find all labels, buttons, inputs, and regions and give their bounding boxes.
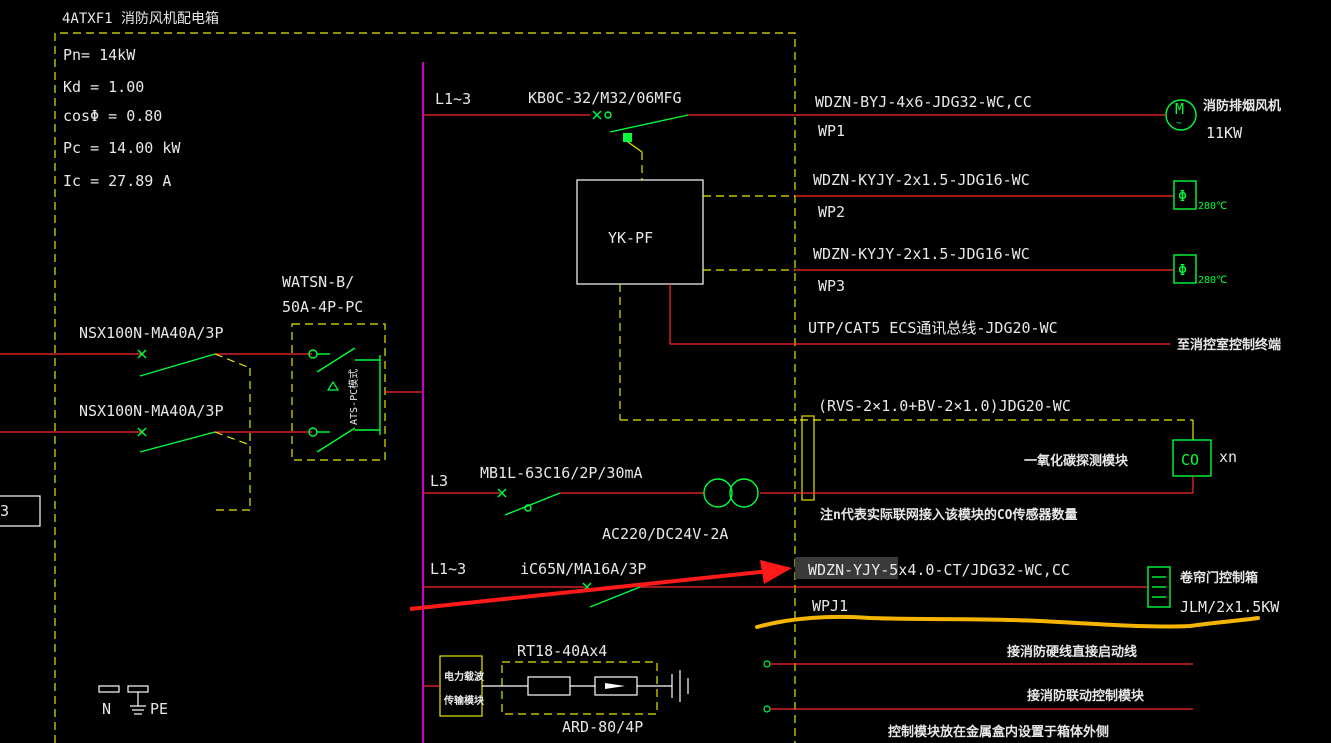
circuit-wp2: WDZN-KYJY-2x1.5-JDG16-WC WP2 Φ 280℃ xyxy=(795,171,1227,221)
bus-label-l3: L3 xyxy=(430,472,448,490)
breaker-incoming-1 xyxy=(137,349,251,510)
wp2-cable-label: WDZN-KYJY-2x1.5-JDG16-WC xyxy=(813,171,1030,189)
wpj1-load-label: 卷帘门控制箱 xyxy=(1180,570,1258,586)
terminals: N PE xyxy=(98,685,168,718)
spd-label: ARD-80/4P xyxy=(562,718,643,736)
co-sensor-icon xyxy=(1172,439,1212,477)
ats-rating: 50A-4P-PC xyxy=(282,298,363,316)
surge-protection: 电力载波 传输模块 RT18-40Ax4 ARD-80/4P xyxy=(423,642,689,736)
param-pn: Pn= 14kW xyxy=(63,46,136,64)
param-kd: Kd = 1.00 xyxy=(63,78,144,96)
highlight-underline xyxy=(755,614,1260,629)
circuit-wp1: KB0C-32/M32/06MFG WDZN-BYJ-4x6-JDG32-WC,… xyxy=(423,89,1281,180)
wp1-cable-label: WDZN-BYJ-4x6-JDG32-WC,CC xyxy=(815,93,1032,111)
param-cos: cosΦ = 0.80 xyxy=(63,107,162,125)
motor-icon xyxy=(1165,99,1197,131)
svg-text:~: ~ xyxy=(1176,118,1182,129)
wpj1-cable-highlight xyxy=(795,557,898,579)
param-pc: Pc = 14.00 kW xyxy=(63,139,181,157)
controller-yk-pf: YK-PF xyxy=(576,179,1170,421)
svg-text:电力载波: 电力载波 xyxy=(444,670,485,683)
param-ic: Ic = 27.89 A xyxy=(63,172,171,190)
wp2-temp: 280℃ xyxy=(1198,201,1227,212)
utp-destination: 至消控室控制终端 xyxy=(1177,337,1281,353)
bus-label-l13-bottom: L1~3 xyxy=(430,560,466,578)
module-note: 控制模块放在金属盒内设置于箱体外侧 xyxy=(888,724,1109,740)
wp2-id: WP2 xyxy=(818,203,845,221)
linkage-label: 接消防联动控制模块 xyxy=(1027,688,1145,704)
wpj1-breaker-label: iC65N/MA16A/3P xyxy=(520,560,646,578)
ats-model: WATSN-B/ xyxy=(282,273,354,291)
utp-cable-label: UTP/CAT5 ECS通讯总线-JDG20-WC xyxy=(808,319,1058,337)
fire-linkage: 接消防硬线直接启动线 接消防联动控制模块 控制模块放在金属盒内设置于箱体外侧 xyxy=(763,644,1193,740)
transformer-icon xyxy=(703,478,733,508)
wp1-breaker-label: KB0C-32/M32/06MFG xyxy=(528,89,682,107)
wp1-id: WP1 xyxy=(818,122,845,140)
co-module-label: 一氧化碳探测模块 xyxy=(1024,453,1129,469)
circuit-l3: MB1L-63C16/2P/30mA AC220/DC24V-2A 注n代表实际… xyxy=(423,464,1193,543)
wpj1-cable-label: WDZN-YJY-5x4.0-CT/JDG32-WC,CC xyxy=(808,561,1070,579)
wp3-temp: 280℃ xyxy=(1198,275,1227,286)
co-label: CO xyxy=(1181,451,1199,469)
hardwire-label: 接消防硬线直接启动线 xyxy=(1007,644,1137,660)
svg-text:Φ: Φ xyxy=(1178,261,1187,279)
incoming-source-box xyxy=(0,495,41,527)
ats-switch: WATSN-B/ 50A-4P-PC ATS-PC模式 xyxy=(282,273,422,461)
svg-text:3: 3 xyxy=(0,502,9,520)
co-count: xn xyxy=(1219,448,1237,466)
wpj1-id: WPJ1 xyxy=(812,597,848,615)
terminal-n: N xyxy=(102,700,111,718)
incoming-feeders: NSX100N-MA40A/3P NSX100N-MA40A/3P 3 xyxy=(0,324,312,527)
annotation-arrow xyxy=(409,560,792,611)
panel-info: 4ATXF1 消防风机配电箱 Pn= 14kW Kd = 1.00 cosΦ =… xyxy=(62,11,219,190)
circuit-wp3: WDZN-KYJY-2x1.5-JDG16-WC WP3 Φ 280℃ xyxy=(795,245,1227,295)
wp1-load-label: 消防排烟风机 xyxy=(1203,98,1281,114)
panel-boundary xyxy=(54,32,796,743)
co-note: 注n代表实际联网接入该模块的CO传感器数量 xyxy=(820,507,1077,523)
wp3-cable-label: WDZN-KYJY-2x1.5-JDG16-WC xyxy=(813,245,1030,263)
fire-damper-icon-wp3 xyxy=(1173,254,1197,284)
wpj1-spec-label: JLM/2x1.5KW xyxy=(1180,598,1280,616)
rcd-label: MB1L-63C16/2P/30mA xyxy=(480,464,643,482)
rvs-cable-label: (RVS-2×1.0+BV-2×1.0)JDG20-WC xyxy=(818,397,1071,415)
breaker-incoming-1-label: NSX100N-MA40A/3P xyxy=(79,324,224,342)
transformer-label: AC220/DC24V-2A xyxy=(602,525,728,543)
wp3-id: WP3 xyxy=(818,277,845,295)
motor-symbol: M xyxy=(1175,100,1184,118)
svg-text:传输模块: 传输模块 xyxy=(443,694,485,707)
bus-label-l13-top: L1~3 xyxy=(435,90,471,108)
ats-mode-label: ATS-PC模式 xyxy=(347,369,360,425)
terminal-pe: PE xyxy=(150,700,168,718)
panel-title: 4ATXF1 消防风机配电箱 xyxy=(62,11,219,27)
fuse-label: RT18-40Ax4 xyxy=(517,642,607,660)
wp1-power-label: 11KW xyxy=(1206,124,1243,142)
controller-label: YK-PF xyxy=(608,229,653,247)
shutter-control-icon xyxy=(1147,566,1171,608)
fire-damper-icon-wp2 xyxy=(1173,180,1197,210)
breaker-incoming-2-label: NSX100N-MA40A/3P xyxy=(79,402,224,420)
svg-text:Φ: Φ xyxy=(1178,187,1187,205)
circuit-wpj1: iC65N/MA16A/3P WDZN-YJY-5x4.0-CT/JDG32-W… xyxy=(423,557,1280,616)
circuit-co: (RVS-2×1.0+BV-2×1.0)JDG20-WC CO xn 一氧化碳探… xyxy=(800,397,1237,501)
breaker-incoming-2 xyxy=(137,427,251,511)
